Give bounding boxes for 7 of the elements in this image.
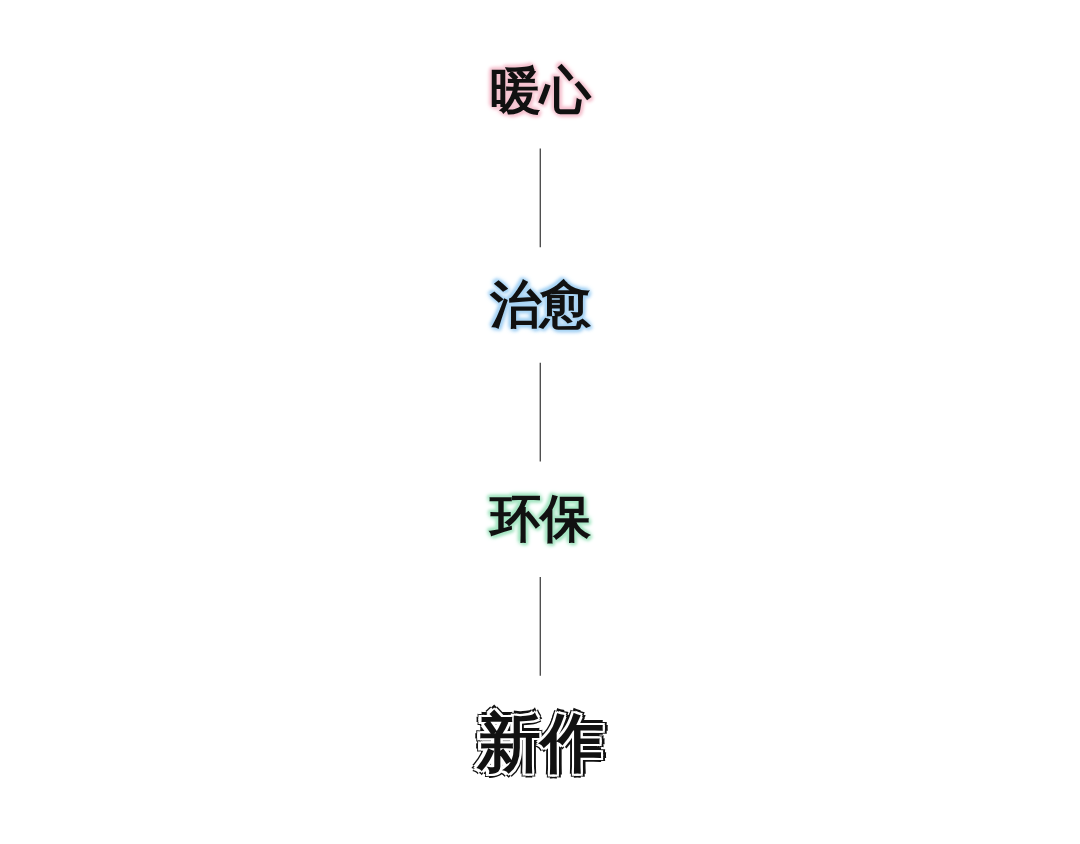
connector-line xyxy=(539,362,541,463)
connector-line xyxy=(539,147,541,248)
keyword-text: 新作 xyxy=(476,705,604,781)
keyword-text: 治愈 xyxy=(489,274,591,335)
connector-line xyxy=(539,576,541,677)
keyword-text: 环保 xyxy=(489,489,591,549)
keyword-text: 暖心 xyxy=(489,60,591,120)
